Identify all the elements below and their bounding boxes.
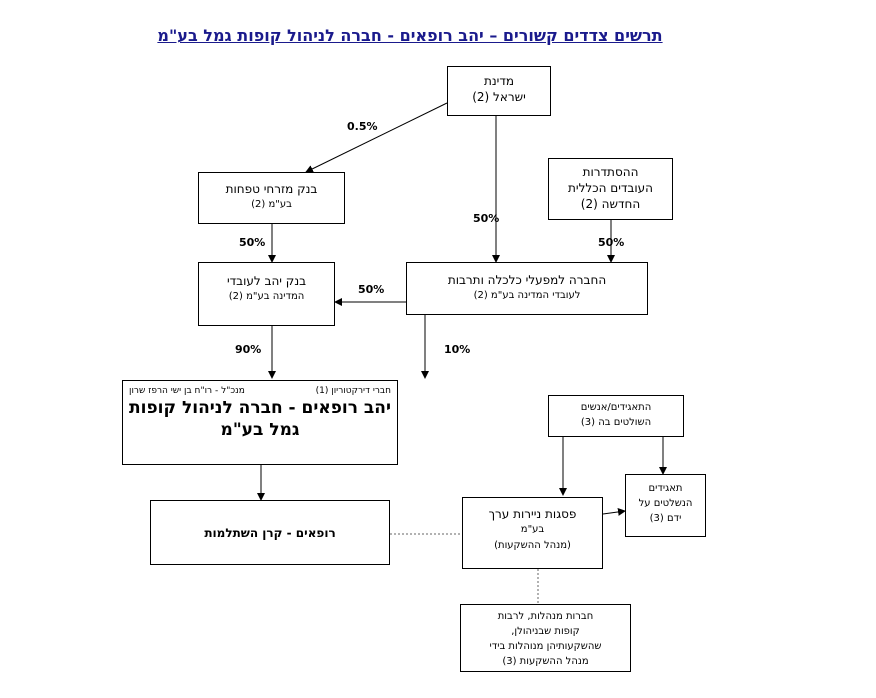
mizrahi-bank-box: בנק מזרחי טפחות בע"מ (2) [198, 172, 345, 224]
psagot-line2: בע"מ [520, 524, 545, 535]
controlled-corps-box: תאגידים הנשלטים על ידם (3) [625, 474, 706, 537]
arrow-state-mizrahi [305, 102, 448, 173]
state-of-israel-box: מדינת ישראל (2) [447, 66, 551, 116]
mizrahi-line2: בע"מ (2) [251, 199, 292, 210]
pct-company-rofim: 10% [444, 343, 471, 356]
yahav-bank-line1: בנק יהב לעובדי [226, 274, 307, 288]
controllers-line1: התאגידים/אנשים [580, 402, 652, 413]
yahav-bank-box: בנק יהב לעובדי המדינה בע"מ (2) [198, 262, 335, 326]
psagot-box: פסגות ניירות ערך בע"מ (מנהל ההשקעות) [462, 497, 603, 569]
pct-histadrut-company: 50% [598, 236, 625, 249]
company-econ-box: החברה למפעלי כלכלה ותרבות לעובדי המדינה … [406, 262, 648, 315]
psagot-line1: פסגות ניירות ערך [488, 507, 577, 521]
company-econ-line1: החברה למפעלי כלכלה ותרבות [447, 273, 607, 287]
yahav-rofim-name1: יהב רופאים - חברה לניהול קופות [129, 398, 391, 418]
yahav-bank-line2: המדינה בע"מ (2) [228, 291, 305, 302]
psagot-line3: (מנהל ההשקעות) [494, 540, 571, 551]
histadrut-line1: ההסתדרות [582, 165, 639, 179]
fund-box: רופאים - קרן השתלמות [150, 500, 390, 565]
corps-line3: ידם (3) [649, 513, 682, 524]
controllers-box: התאגידים/אנשים השולטים בה (3) [548, 395, 684, 437]
histadrut-box: ההסתדרות העובדים הכללית החדשה (2) [548, 158, 673, 220]
pct-company-yahavbank: 50% [358, 283, 385, 296]
controllers-line2: השולטים בה (3) [580, 417, 652, 428]
corps-line1: תאגידים [648, 483, 683, 494]
pct-state-company: 50% [473, 212, 500, 225]
managed-line2: קופות שבניהולן, [511, 626, 580, 637]
pct-yahavbank-rofim: 90% [235, 343, 262, 356]
company-econ-line2: לעובדי המדינה בע"מ (2) [473, 290, 581, 301]
pct-state-mizrahi: 0.5% [347, 120, 378, 133]
histadrut-line2: העובדים הכללית [568, 181, 653, 195]
managed-line4: מנהל ההשקעות (3) [502, 656, 589, 667]
mizrahi-line1: בנק מזרחי טפחות [225, 182, 318, 196]
managed-companies-box: חברות מנהלות, לרבות קופות שבניהולן, שהשק… [460, 604, 631, 672]
state-line2: ישראל (2) [472, 90, 526, 104]
arrow-psagot-corps [602, 507, 626, 516]
pct-mizrahi-yahavbank: 50% [239, 236, 266, 249]
managed-line1: חברות מנהלות, לרבות [497, 611, 594, 622]
manager-label: מנכ"ל - רו"ח בן ישי הרפז שרון [129, 386, 245, 396]
corps-line2: הנשלטים על [638, 498, 693, 509]
state-line1: מדינת [483, 74, 515, 88]
yahav-rofim-name2: גמל בע"מ [220, 420, 300, 440]
managed-line3: שהשקעותיהן מנוהלות בידי [489, 641, 602, 652]
page-title: תרשים צדדים קשורים – יהב רופאים - חברה ל… [157, 26, 663, 45]
directors-label: חברי דירקטוריון (1) [315, 386, 391, 396]
fund-label: רופאים - קרן השתלמות [204, 526, 336, 540]
histadrut-line3: החדשה (2) [580, 197, 641, 211]
yahav-rofim-box: חברי דירקטוריון (1) מנכ"ל - רו"ח בן ישי … [122, 380, 398, 465]
